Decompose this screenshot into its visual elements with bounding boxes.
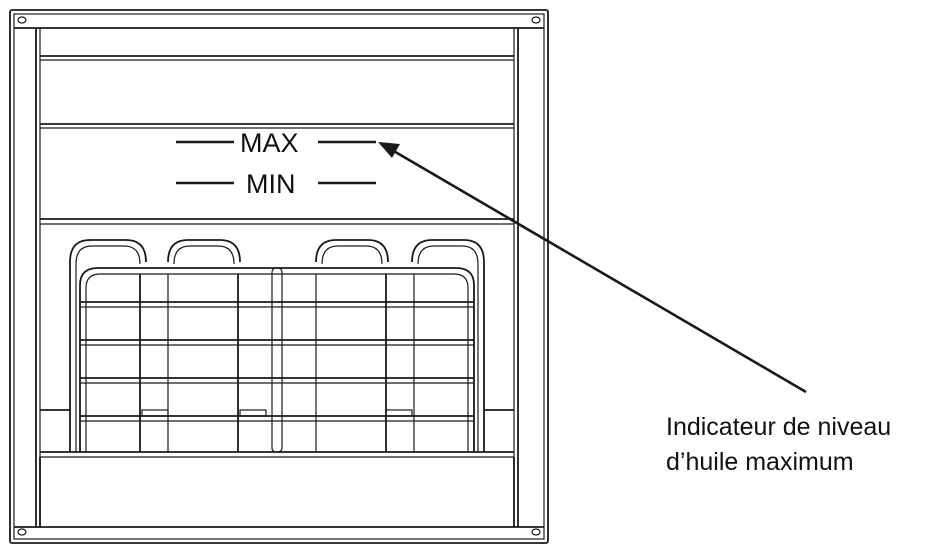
min-label: MIN [246,169,296,199]
callout-line-1: Indicateur de niveau [666,413,892,441]
oil-level-indicator: MAX MIN [176,128,376,199]
callout-line-2: d’huile maximum [666,448,854,476]
basket-support-grid [79,267,475,453]
tank-bottom-trough [39,409,515,527]
heating-element-arches [69,239,485,452]
tank-frame [9,9,549,544]
oil-level-callout: Indicateur de niveau d’huile maximum [666,410,891,480]
mounting-holes [17,16,541,536]
side-rails [35,28,519,527]
max-label: MAX [240,128,299,158]
arrow-head-icon [378,142,400,158]
callout-arrow [378,142,807,394]
tank-wall-bands [40,55,514,225]
